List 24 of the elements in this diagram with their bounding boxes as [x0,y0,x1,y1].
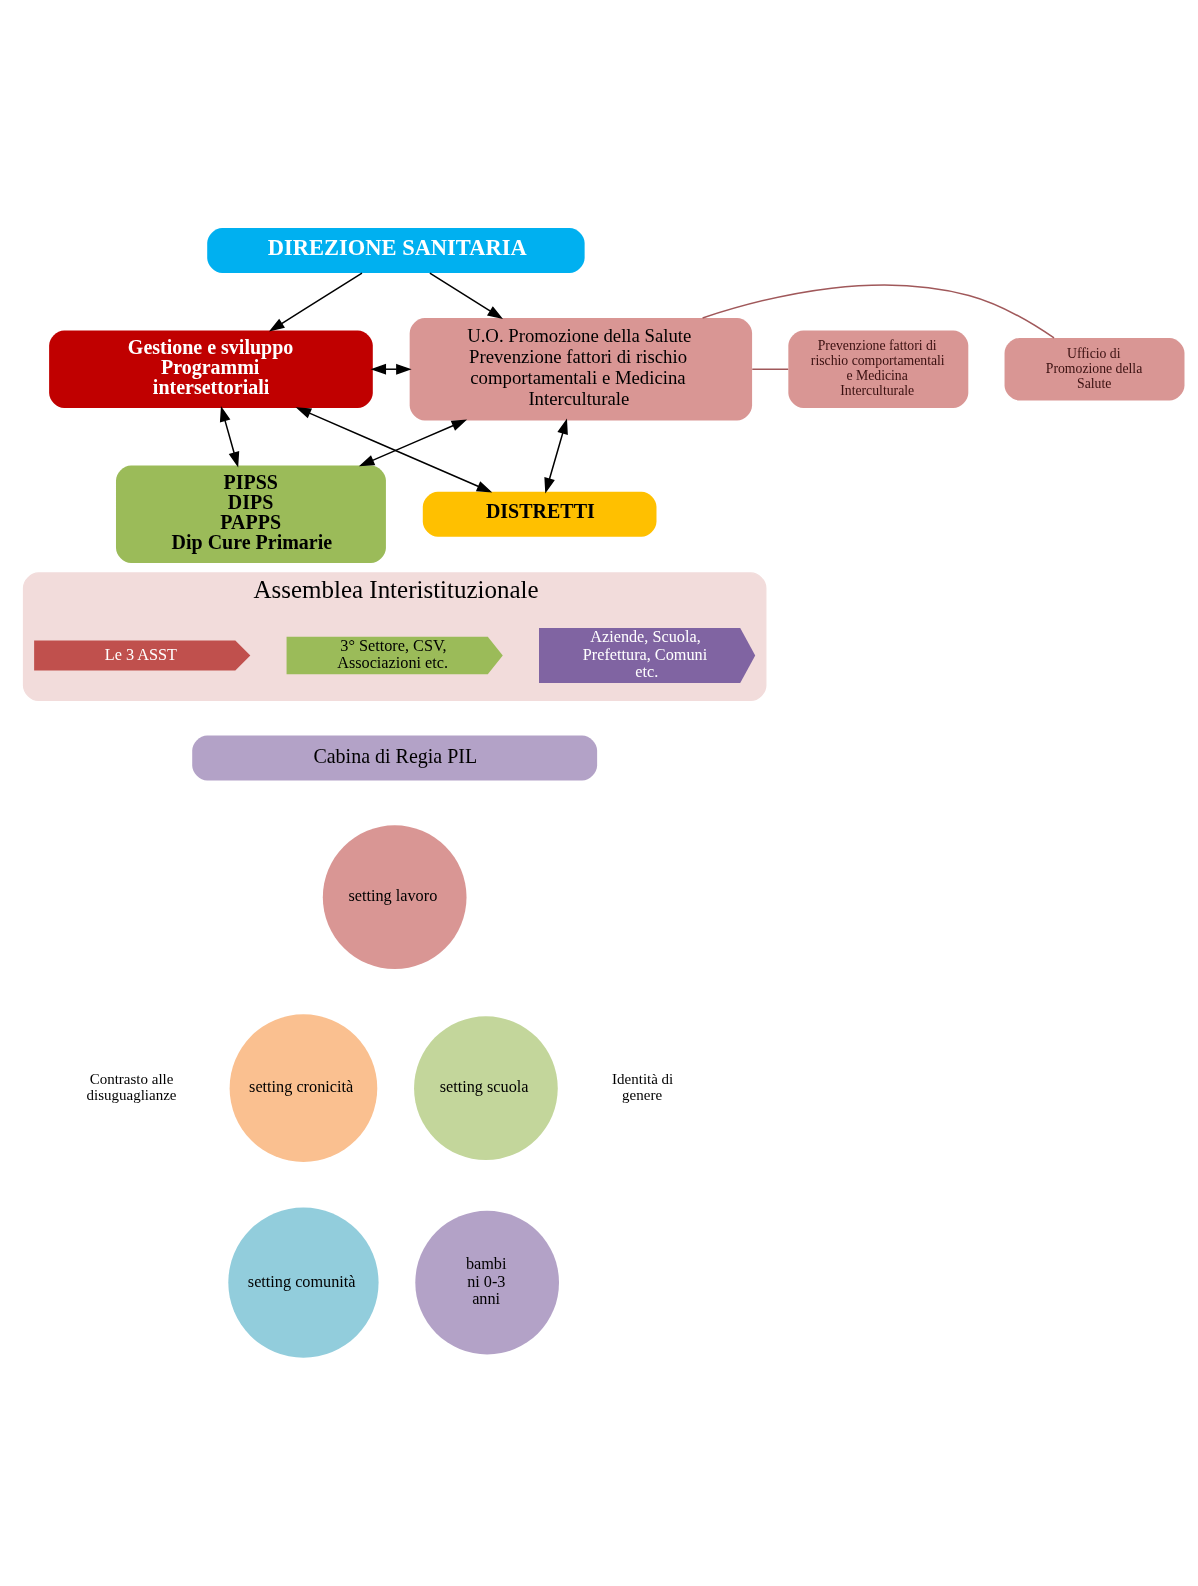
arrow [370,363,412,375]
node-box: DIREZIONE SANITARIA [207,228,585,273]
connector [751,368,789,370]
arrow [219,406,240,468]
node-circle: setting cronicità [229,1014,378,1162]
arrow [429,272,504,320]
node-box: U.O. Promozione della Salute Prevenzione fattori di rischio comportamentali e Medicina Interculturale [409,318,753,421]
connector [701,284,1055,339]
node-circle: setting comunità [228,1207,379,1358]
node-circle: bambi ni 0-3 anni [415,1210,559,1355]
node-box: Prevenzione fattori di rischio comportamentali e Medicina Interculturale [788,330,969,408]
node-box: Ufficio di Promozione della Salute [1004,337,1185,401]
node-box: DISTRETTI [422,491,657,537]
label: Identità di genere [612,1070,674,1104]
node-box: PIPSS DIPS PAPPS Dip Cure Primarie [116,465,386,563]
arrow [268,272,363,332]
label: Contrasto alle disuguaglianze [86,1070,177,1104]
node-circle: setting lavoro [322,825,467,970]
arrow [358,419,468,467]
node-circle: setting scuola [414,1016,558,1161]
node-box: Gestione e sviluppo Programmi intersettoriali [49,330,373,408]
arrow [544,418,568,494]
node-box: Cabina di Regia PIL [192,735,598,781]
arrow [295,407,493,493]
